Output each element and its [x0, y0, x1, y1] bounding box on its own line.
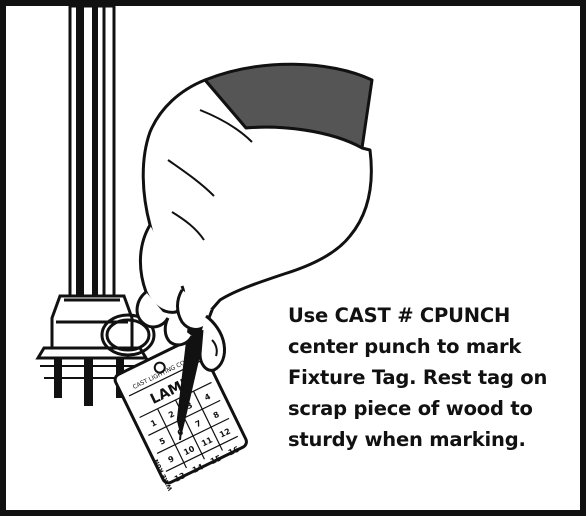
caption-line: Fixture Tag. Rest tag on — [288, 362, 584, 393]
caption-line: Use CAST # CPUNCH — [288, 300, 584, 331]
caption-line: sturdy when marking. — [288, 424, 584, 455]
caption-line: scrap piece of wood to — [288, 393, 584, 424]
caption-line: center punch to mark — [288, 331, 584, 362]
instruction-caption: Use CAST # CPUNCH center punch to mark F… — [288, 300, 584, 455]
